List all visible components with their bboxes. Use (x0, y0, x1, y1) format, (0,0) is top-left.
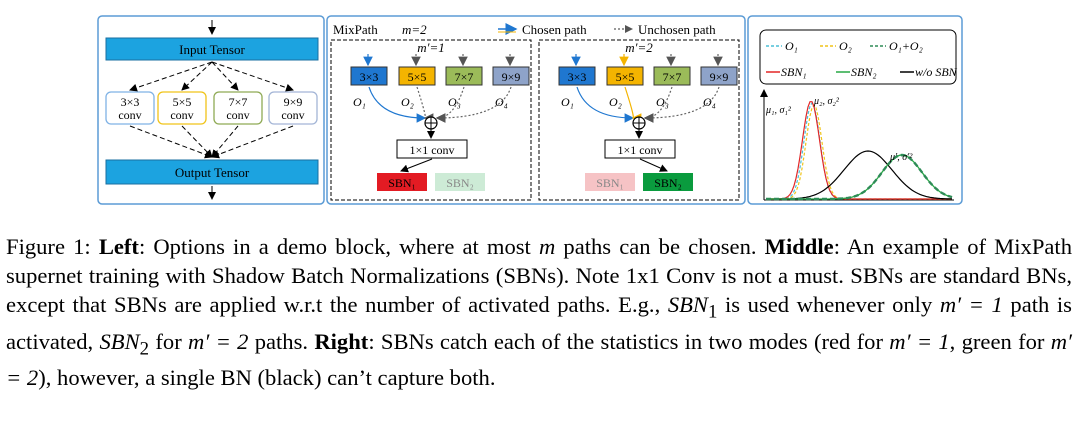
left-op-type: conv (281, 108, 304, 122)
left-op-type: conv (226, 108, 249, 122)
op-box (653, 66, 691, 86)
input-tensor-box (105, 37, 319, 61)
op-box (492, 66, 530, 86)
output-tensor-label: Output Tensor (175, 165, 250, 180)
conv-1x1-box (396, 139, 468, 159)
left-edge-out (129, 125, 213, 159)
left-op-box (268, 91, 318, 125)
op-box (606, 66, 644, 86)
sbn1-box (585, 173, 635, 191)
m-prime-label: m′=2 (625, 40, 653, 55)
mixpath-title: MixPath (333, 22, 378, 37)
mode1-label: μ₁, σ₁² (765, 105, 792, 116)
op-box (350, 66, 388, 86)
op-output-label: O₁ (353, 95, 366, 109)
op-label: 3×3 (568, 70, 587, 84)
figure-1: Input Tensor 3×3conv5×5conv7×7conv9×9con… (97, 15, 963, 205)
op-output-label: O₃ (448, 95, 461, 109)
op-label: 7×7 (663, 70, 682, 84)
curve-o1-plus-o2 (766, 153, 953, 201)
op-label: 3×3 (360, 70, 379, 84)
op-output-label: O₂ (609, 95, 622, 109)
sbn2-label: SBN₂ (446, 176, 474, 190)
op-to-sum-edge (576, 86, 635, 123)
sbn2-label: SBN₂ (654, 176, 682, 190)
m-label: m=2 (402, 22, 427, 37)
left-op-size: 9×9 (284, 95, 303, 109)
left-op-box (213, 91, 263, 125)
conv-1x1-label: 1×1 conv (617, 143, 662, 157)
op-to-sum-edge (368, 86, 427, 123)
op-box (445, 66, 483, 86)
op-box (398, 66, 436, 86)
op-to-sum-edge (643, 86, 720, 123)
op-label: 5×5 (616, 70, 635, 84)
op-to-sum-edge (624, 86, 642, 123)
op-label: 7×7 (455, 70, 474, 84)
op-label: 9×9 (502, 70, 521, 84)
op-box (558, 66, 596, 86)
legend-entry: O₁ (785, 39, 798, 53)
legend-entry: SBN₂ (851, 65, 877, 79)
figure-caption: Figure 1: Left: Options in a demo block,… (6, 234, 1072, 391)
left-op-size: 5×5 (173, 95, 192, 109)
sbn1-label: SBN₁ (388, 176, 416, 190)
right-panel: O₁ O₂ O₁+O₂ SBN₁ SBN₂ w/o SBN μ₁, σ₁² μ₂, σ₂²… (747, 15, 963, 205)
merged-label: μ′, σ′² (889, 152, 913, 163)
legend-unchosen: Unchosen path (638, 22, 716, 37)
sbn1-label: SBN₁ (596, 176, 624, 190)
conv-1x1-label: 1×1 conv (409, 143, 454, 157)
sbn2-box (435, 173, 485, 191)
sbn1-box (377, 173, 427, 191)
left-op-type: conv (118, 108, 141, 122)
left-edge-in (181, 61, 213, 91)
legend-entry: O₁+O₂ (889, 39, 923, 53)
op-output-label: O₁ (561, 95, 574, 109)
left-panel: Input Tensor 3×3conv5×5conv7×7conv9×9con… (97, 15, 325, 205)
left-op-size: 3×3 (121, 95, 140, 109)
op-output-label: O₂ (401, 95, 414, 109)
op-to-sum-edge (435, 86, 512, 123)
conv-1x1-box (604, 139, 676, 159)
legend-entry: O₂ (839, 39, 852, 53)
left-edge-out (181, 125, 213, 158)
legend-entry: w/o SBN (915, 65, 958, 79)
legend-entry: SBN₁ (781, 65, 807, 79)
sub-panel-frame (538, 39, 740, 201)
left-op-type: conv (170, 108, 193, 122)
op-box (700, 66, 738, 86)
m-prime-label: m′=1 (417, 40, 445, 55)
output-tensor-box (105, 159, 319, 185)
curve-sbn1 (766, 101, 952, 200)
input-tensor-label: Input Tensor (179, 42, 245, 57)
left-edge-out (211, 125, 294, 159)
left-edge-in (211, 61, 239, 91)
op-label: 5×5 (408, 70, 427, 84)
left-edge-in (129, 61, 213, 92)
middle-panel: MixPath m=2 Chosen path Unchosen path m′… (326, 15, 746, 205)
left-op-box (157, 91, 207, 125)
sbn2-box (643, 173, 693, 191)
mode2-label: μ₂, σ₂² (813, 96, 840, 107)
legend-chosen: Chosen path (522, 22, 587, 37)
right-legend-box (759, 29, 957, 85)
left-op-box (105, 91, 155, 125)
sub-panel-frame (330, 39, 532, 201)
left-op-size: 7×7 (229, 95, 248, 109)
op-label: 9×9 (710, 70, 729, 84)
op-to-sum-edge (416, 86, 434, 123)
op-output-label: O₃ (656, 95, 669, 109)
left-edge-in (211, 61, 294, 92)
